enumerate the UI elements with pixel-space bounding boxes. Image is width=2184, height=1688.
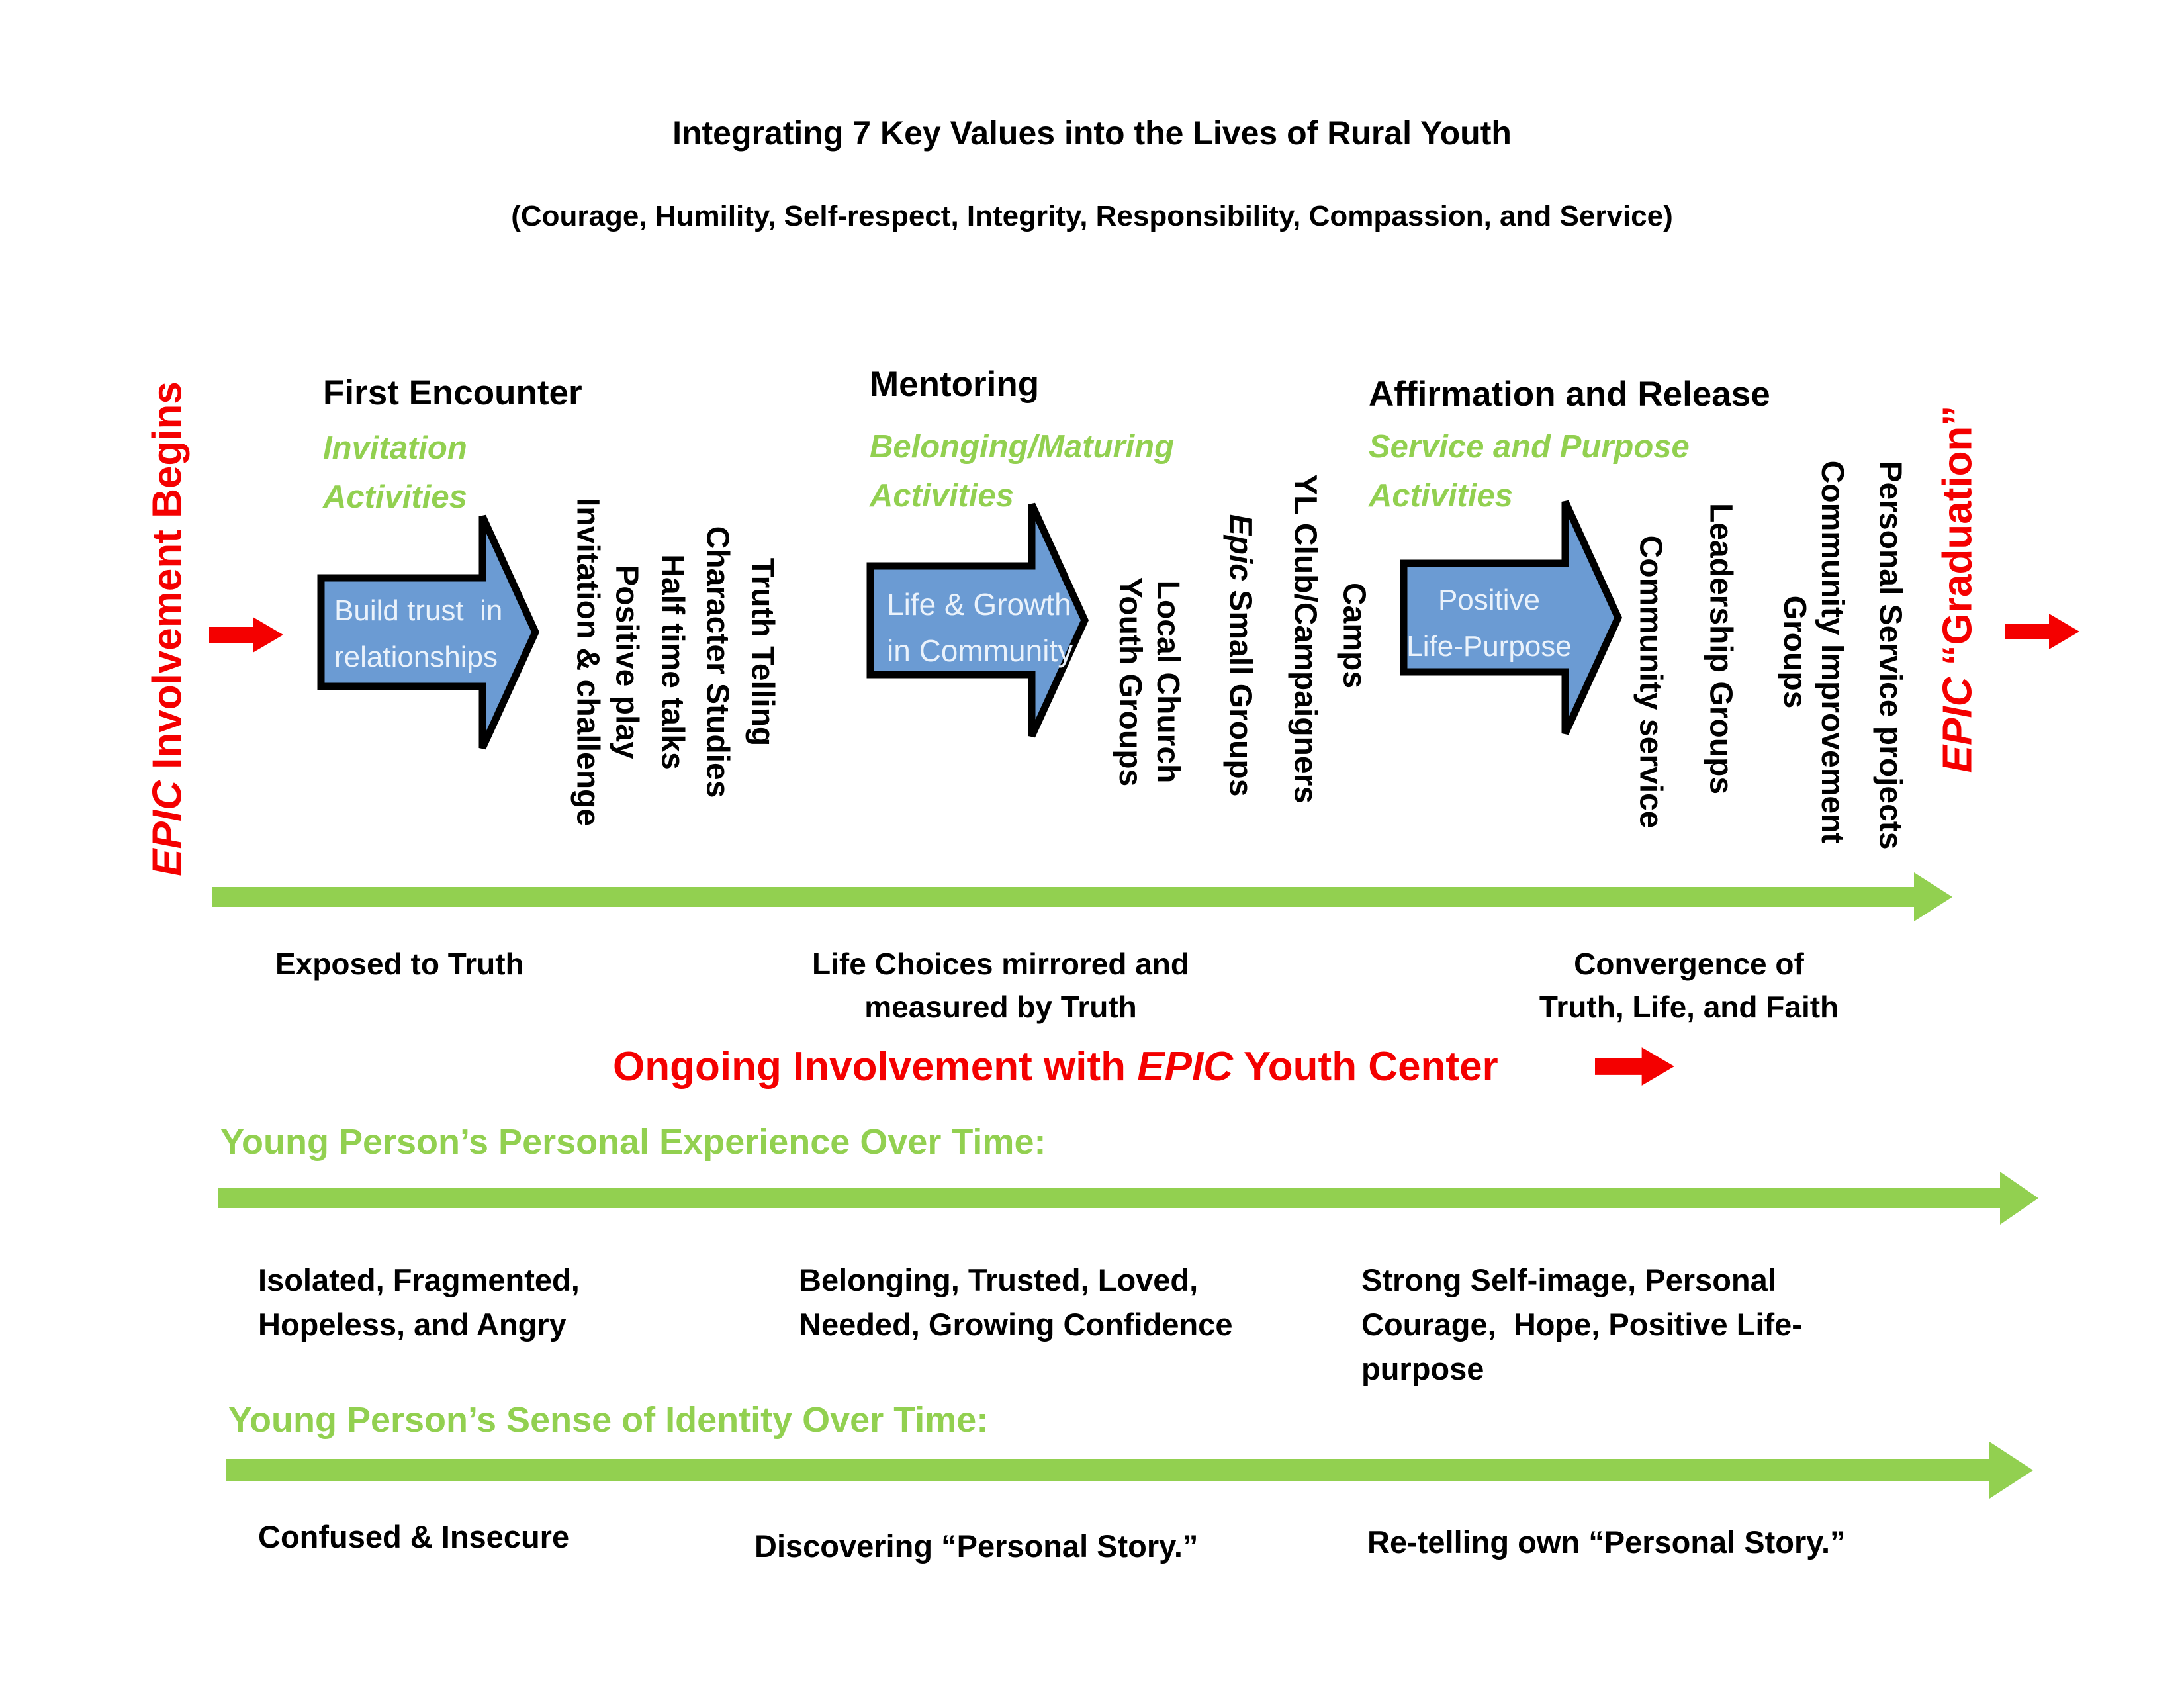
experience-item-strong-self-image: Strong Self-image, Personal Courage, Hop… <box>1361 1262 1802 1386</box>
activity-label-positive-play: Positive play <box>609 565 645 759</box>
activity-label-truth-telling: Truth Telling <box>745 557 780 747</box>
identity-timeline-arrow-icon <box>226 1442 2033 1499</box>
page-title: Integrating 7 Key Values into the Lives … <box>672 115 1512 152</box>
life-growth-arrow-text: Life & Growth in Community <box>887 587 1073 668</box>
activity-label-yl-club-campaigners: YL Club/Campaigners <box>1287 474 1323 804</box>
activity-label-leadership-groups: Leadership Groups <box>1703 502 1739 795</box>
section-subheading-mentoring: Belonging/Maturing Activities <box>870 429 1174 514</box>
activity-label-character-studies: Character Studies <box>700 526 735 798</box>
activity-label-epic-small-groups: Epic Small Groups <box>1222 514 1258 797</box>
activity-label-half-time-talks: Half time talks <box>655 554 690 770</box>
activity-label-community-improvement-groups: Community Improvement Groups <box>1777 460 1850 844</box>
activity-label-invitation-challenge: Invitation & challenge <box>570 497 606 827</box>
positive-life-purpose-arrow-icon <box>1400 500 1623 735</box>
experience-timeline-arrow-icon <box>218 1172 2038 1225</box>
page-subtitle: (Courage, Humility, Self-respect, Integr… <box>511 200 1673 232</box>
milestone-life-choices: Life Choices mirrored and measured by Tr… <box>811 947 1190 1024</box>
activity-label-local-church-youth-groups: Local Church Youth Groups <box>1113 577 1185 787</box>
positive-life-purpose-arrow-text: Positive Life-Purpose <box>1406 584 1572 663</box>
build-trust-arrow-text: Build trust in relationships <box>334 594 503 673</box>
experience-item-isolated: Isolated, Fragmented, Hopeless, and Angr… <box>258 1262 580 1342</box>
section-heading-affirmation-release: Affirmation and Release <box>1369 375 1770 414</box>
epic-word: Epic <box>1222 514 1258 581</box>
epic-involvement-begins-label: EPIC Involvement Begins <box>144 381 191 876</box>
section-subheading-affirmation-release: Service and Purpose Activities <box>1369 429 1690 514</box>
epic-graduation-label: EPIC “Graduation” <box>1934 406 1981 773</box>
identity-heading: Young Person’s Sense of Identity Over Ti… <box>228 1400 989 1440</box>
section-heading-first-encounter: First Encounter <box>323 373 582 412</box>
experience-item-belonging: Belonging, Trusted, Loved, Needed, Growi… <box>799 1262 1233 1342</box>
life-growth-arrow-icon <box>866 502 1089 738</box>
epic-word: EPIC <box>144 780 191 876</box>
experience-heading: Young Person’s Personal Experience Over … <box>220 1122 1046 1162</box>
activity-label-community-service: Community service <box>1633 535 1668 829</box>
milestone-exposed-to-truth: Exposed to Truth <box>275 947 524 981</box>
ongoing-involvement-label: Ongoing Involvement with EPIC Youth Cent… <box>613 1044 1498 1090</box>
involvement-begins-text: Involvement Begins <box>144 381 191 781</box>
involvement-start-arrow-icon <box>209 617 283 653</box>
section-subheading-first-encounter: Invitation Activities <box>323 430 467 515</box>
epic-word: EPIC <box>1934 677 1981 773</box>
graduation-text: “Graduation” <box>1934 405 1981 677</box>
activity-label-camps: Camps <box>1336 582 1372 689</box>
identity-item-discovering-story: Discovering “Personal Story.” <box>754 1528 1199 1564</box>
truth-timeline-arrow-icon <box>212 872 1952 921</box>
graduation-exit-arrow-icon <box>2005 614 2079 649</box>
epic-word: EPIC <box>1137 1044 1233 1090</box>
ongoing-involvement-arrow-icon <box>1595 1047 1674 1086</box>
identity-item-retelling-story: Re-telling own “Personal Story.” <box>1367 1524 1846 1560</box>
milestone-convergence: Convergence of Truth, Life, and Faith <box>1539 947 1839 1024</box>
build-trust-arrow-icon <box>317 514 540 750</box>
identity-item-confused-insecure: Confused & Insecure <box>258 1519 570 1554</box>
section-heading-mentoring: Mentoring <box>870 365 1040 404</box>
activity-label-personal-service-projects: Personal Service projects <box>1872 461 1908 850</box>
